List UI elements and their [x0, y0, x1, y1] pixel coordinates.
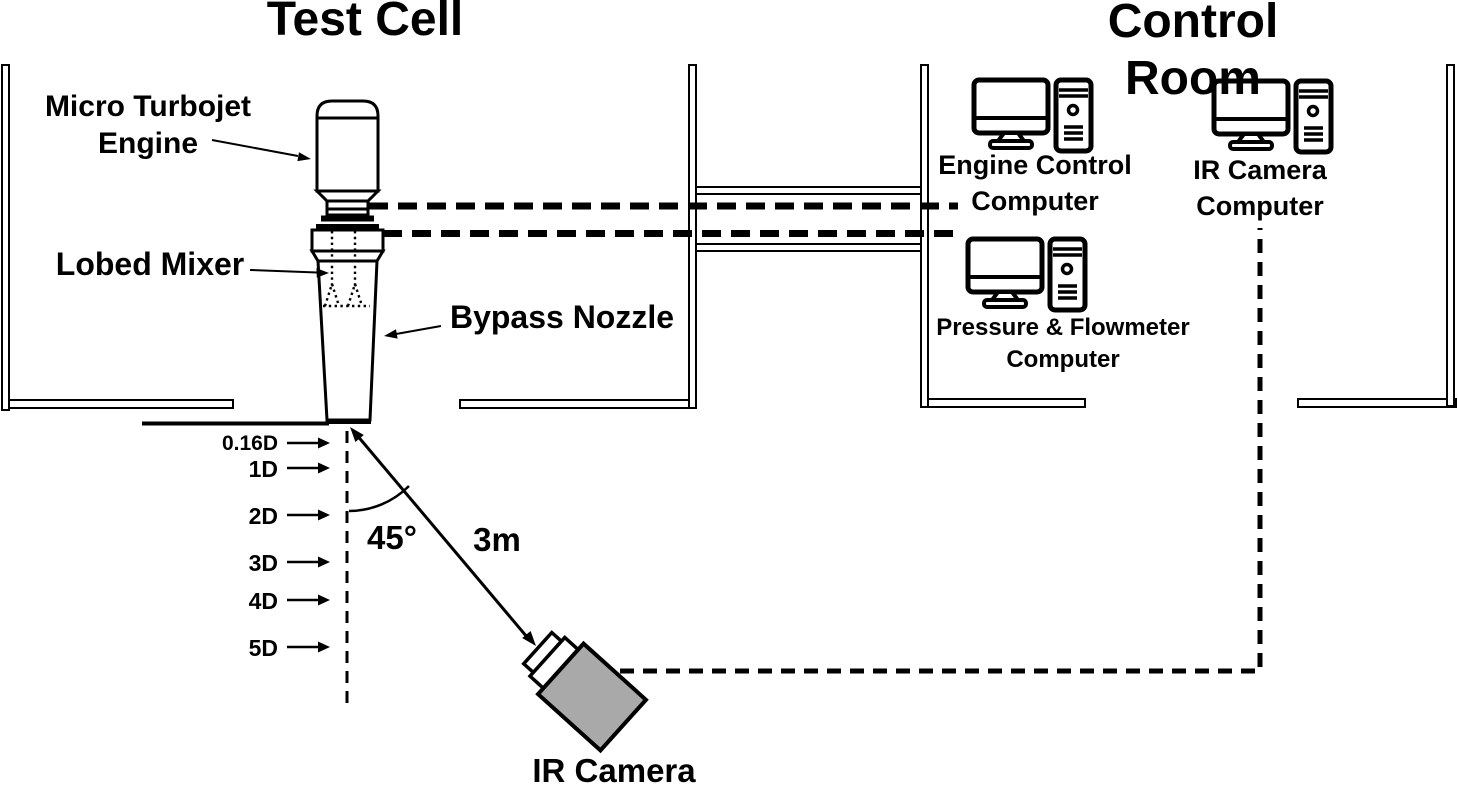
engine-body	[315, 99, 380, 193]
clamp-band-lower	[316, 224, 379, 230]
marker-2d: 2D	[248, 503, 278, 529]
controlroom-right-wall	[1446, 64, 1455, 407]
testcell-bottom-wall-left	[1, 399, 234, 409]
angle-arc	[348, 485, 410, 513]
corridor-bottom-wall	[688, 243, 929, 252]
testcell-left-wall	[1, 64, 10, 411]
ir-camera-computer-label: IR Camera Computer	[1193, 155, 1327, 221]
ir-camera-drawing	[521, 630, 649, 754]
engine-arrowhead	[297, 152, 311, 162]
test-cell-title: Test Cell	[266, 0, 464, 46]
label-arrows	[211, 139, 442, 339]
micro-turbojet-engine-drawing	[309, 99, 386, 424]
marker-1d: 1D	[248, 456, 278, 482]
angle-label: 45°	[367, 519, 417, 556]
pressure-flowmeter-computer-icon	[968, 239, 1085, 310]
marker-4d: 4D	[248, 588, 278, 614]
control-room-title: Control Room	[1107, 0, 1279, 105]
engine-control-computer-label: Engine Control Computer	[938, 150, 1132, 216]
camera-body	[535, 640, 649, 754]
ir-camera-cable	[620, 228, 1263, 674]
controlroom-bottom-wall-right	[1297, 398, 1457, 408]
sightline-arrowhead-bottom	[522, 631, 536, 646]
controlroom-bottom-wall-left	[920, 398, 1086, 408]
mixer-arrowhead	[316, 268, 329, 278]
distance-label: 3m	[473, 521, 521, 558]
marker-arrows	[287, 437, 330, 653]
nozzle-label: Bypass Nozzle	[449, 299, 675, 335]
sightline-arrowhead-top	[350, 427, 364, 442]
bypass-nozzle-body	[316, 259, 379, 422]
nozzle-arrowhead	[384, 329, 398, 339]
clamp-band-upper	[321, 215, 374, 222]
marker-5d: 5D	[248, 635, 278, 661]
pressure-flowmeter-computer-label: Pressure & Flowmeter Computer	[936, 314, 1190, 373]
camera-sightline	[348, 427, 536, 646]
corridor-top-wall	[688, 186, 929, 195]
mixer-label: Lobed Mixer	[55, 246, 245, 282]
testcell-bottom-wall-right	[459, 399, 697, 409]
mixer-housing	[310, 228, 385, 253]
lobed-mixer-dotted-outline	[323, 231, 370, 308]
marker-3d: 3D	[248, 550, 278, 576]
signal-cables	[369, 202, 1263, 674]
ir-camera-label: IR Camera	[532, 752, 696, 789]
marker-016d: 0.16D	[221, 432, 278, 455]
engine-label: Micro Turbojet Engine	[44, 90, 252, 160]
